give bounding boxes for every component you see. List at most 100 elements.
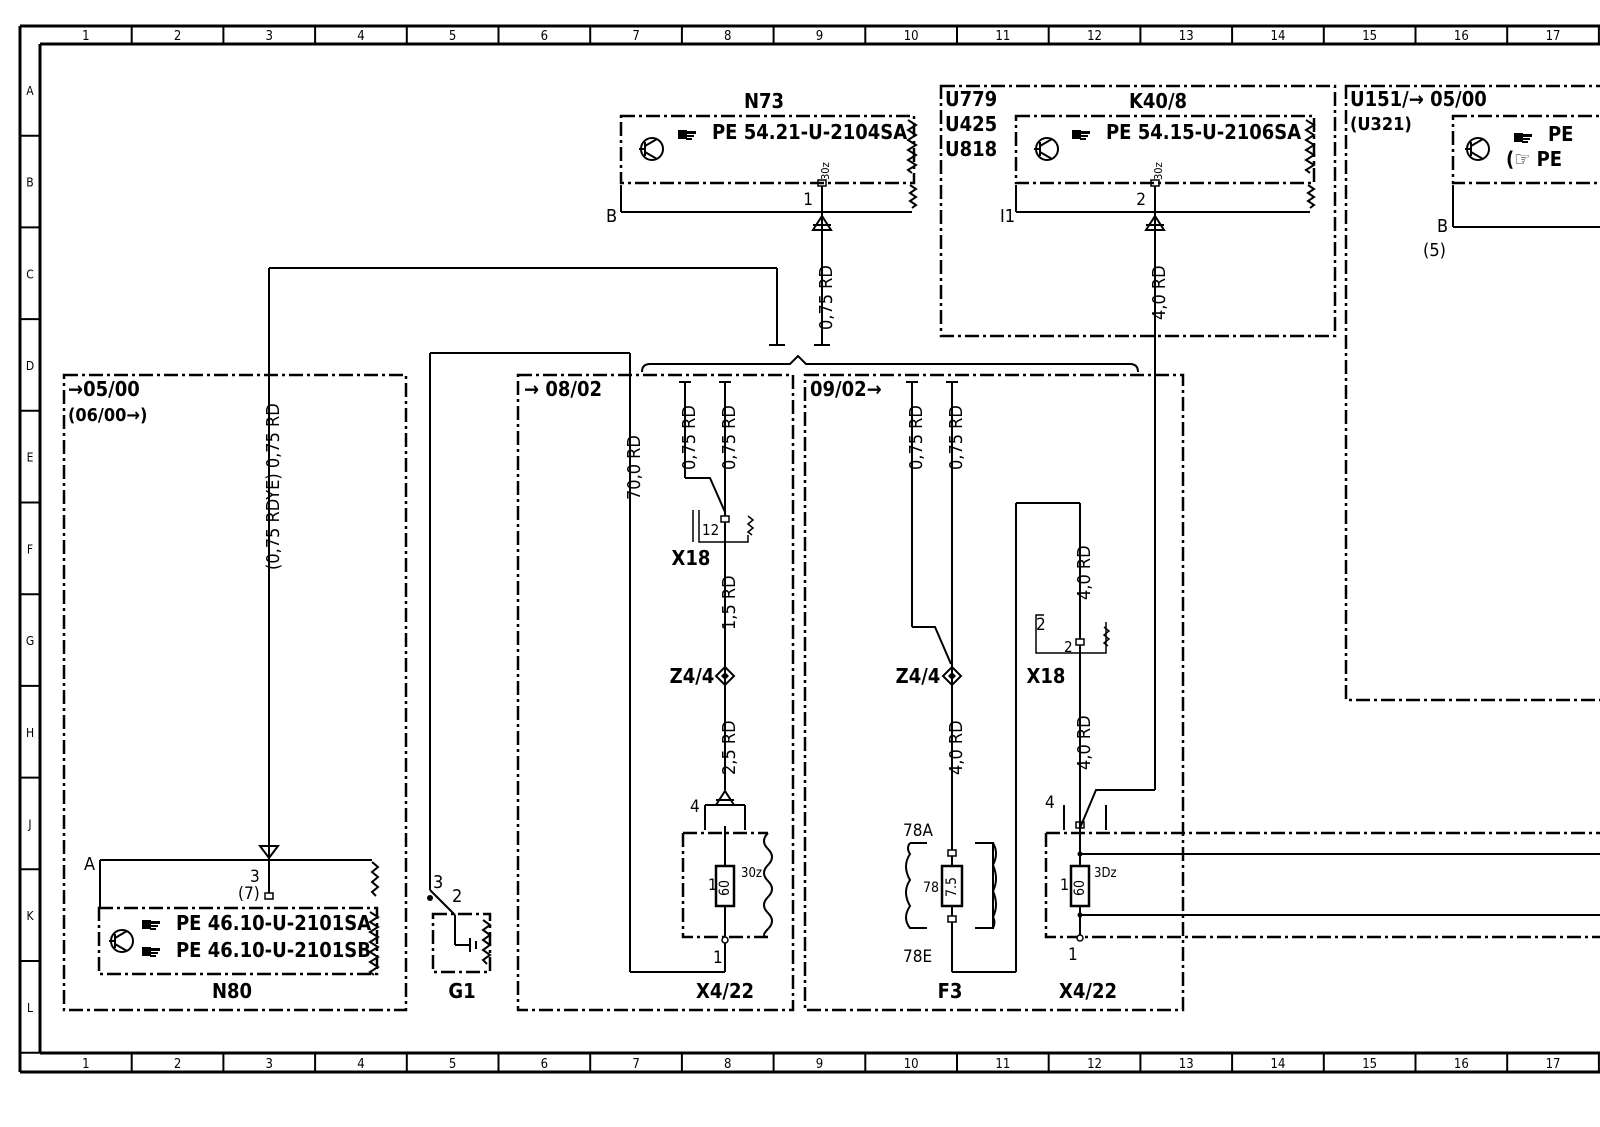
grid-column-label: 8 <box>724 1057 731 1072</box>
x4-22-a-fuse-value: 60 <box>717 880 733 896</box>
x18-b-label: X18 <box>1027 664 1066 688</box>
grid-column-label: 10 <box>904 1057 919 1072</box>
wire-70-label: 70,0 RD <box>624 435 645 500</box>
top-bus <box>269 267 1139 890</box>
grid-column-label: 9 <box>816 29 823 44</box>
wire-b3-label: 4,0 RD <box>946 720 967 775</box>
x4-22-b-fuse-value: 60 <box>1072 880 1088 896</box>
grid-column-label: 6 <box>541 29 548 44</box>
n80-label: N80 <box>212 979 252 1003</box>
drawing-frame <box>18 24 1600 1074</box>
wire-n80-label: (0,75 RDYE) 0,75 RD <box>263 403 284 570</box>
wire-a3-label: 1,5 RD <box>719 575 740 630</box>
x4-22-a-pin-left: 1 <box>708 875 717 894</box>
u151-variant: (U321) <box>1350 114 1412 135</box>
n80-tag: A <box>84 854 95 875</box>
pointing-hand-icon <box>678 130 696 140</box>
grid-row-label: G <box>26 634 34 648</box>
k40-8-variant-2: U425 <box>945 112 997 136</box>
k40-8-variant-1: U779 <box>945 87 997 111</box>
n80-ref-1: PE 46.10-U-2101SA <box>176 911 371 935</box>
k40-8-tag: I1 <box>1000 206 1015 227</box>
f3-fuse-value: 7.5 <box>944 877 960 897</box>
grid-column-label: 13 <box>1179 1057 1194 1072</box>
grid-column-label: 15 <box>1362 29 1377 44</box>
f3-pin-top: 78A <box>903 821 933 841</box>
x4-22-a-pin-label: 30z <box>741 866 762 881</box>
grid-column-label: 3 <box>266 29 273 44</box>
n80-ref-2: PE 46.10-U-2101SB <box>176 938 371 962</box>
wire-k40-label: 4,0 RD <box>1149 265 1170 320</box>
wire-b1-label: 0,75 RD <box>906 405 927 470</box>
x4-22-a-variant: → 08/02 <box>524 377 602 401</box>
grid-column-label: 9 <box>816 1057 823 1072</box>
pointing-hand-icon <box>1072 130 1090 140</box>
k40-8-component: U779 U425 U818 K40/8 PE 54.15-U-2106SA I… <box>939 84 1337 790</box>
x18-a-pin: 12 <box>702 521 719 539</box>
x4-22-a-pin-bottom: 1 <box>713 948 723 968</box>
variant-box-a: → 08/02 70,0 RD 0,75 RD 0,75 RD 12 X18 1… <box>516 373 795 1012</box>
grid-column-label: 11 <box>995 29 1010 44</box>
grid-row-label: H <box>26 726 34 740</box>
n73-component: N73 PE 54.21-U-2104SA B 30z 1 0,75 RD <box>606 89 918 346</box>
grid-column-label: 13 <box>1179 29 1194 44</box>
transistor-icon <box>1464 137 1490 161</box>
n73-tag: B <box>606 206 617 227</box>
grid-column-label: 10 <box>904 29 919 44</box>
u151-component: U151/→ 05/00 (U321) PE (☞ PE B (5) <box>1344 84 1600 702</box>
f3-pin-bottom: 78E <box>903 947 932 967</box>
transistor-icon <box>1033 137 1059 161</box>
grid-column-label: 5 <box>449 1057 456 1072</box>
g1-pin-b: 2 <box>452 886 462 907</box>
grid-column-label: 7 <box>632 29 639 44</box>
grid-row-label: E <box>27 451 34 465</box>
f3-fuse-78: 78 <box>923 880 939 896</box>
x4-22-b-pin-bottom: 1 <box>1068 945 1078 965</box>
x4-22-a-pin-top: 4 <box>690 797 700 817</box>
k40-8-ref: PE 54.15-U-2106SA <box>1106 120 1301 144</box>
grid-column-label: 2 <box>174 29 181 44</box>
n80-pin: 3 <box>250 867 260 887</box>
grid-column-label: 7 <box>632 1057 639 1072</box>
wire-a1-label: 0,75 RD <box>679 405 700 470</box>
n73-label: N73 <box>744 89 784 113</box>
x18-b-pin: 2 <box>1064 638 1073 656</box>
x4-22-b-pin-label: 3Dz <box>1094 866 1117 881</box>
grid-column-label: 15 <box>1362 1057 1377 1072</box>
k40-8-label: K40/8 <box>1129 89 1187 113</box>
grid-row-label: C <box>26 267 34 281</box>
pointing-hand-icon <box>142 920 160 930</box>
grid-column-label: 6 <box>541 1057 548 1072</box>
n73-pin: 1 <box>803 190 813 210</box>
grid-column-label: 12 <box>1087 1057 1102 1072</box>
x4-22-b-pin-left: 1 <box>1060 875 1069 894</box>
z4-4-b-label: Z4/4 <box>896 664 941 688</box>
wire-a2-label: 0,75 RD <box>719 405 740 470</box>
x4-22-b-label: X4/22 <box>1059 979 1117 1003</box>
grid-column-label: 17 <box>1546 1057 1561 1072</box>
k40-8-pin: 2 <box>1136 190 1146 210</box>
u151-ref-1: PE <box>1548 122 1573 146</box>
grid-row-label: L <box>27 1001 33 1015</box>
grid-column-label: 8 <box>724 29 731 44</box>
grid-row-label: B <box>26 176 33 190</box>
grid-column-label: 14 <box>1271 29 1286 44</box>
x4-22-b-pin-top: 4 <box>1045 793 1055 813</box>
wire-c2-label: 4,0 RD <box>1074 715 1095 770</box>
x4-22-a-label: X4/22 <box>696 979 754 1003</box>
pointing-hand-icon <box>1514 133 1532 143</box>
grid-column-label: 12 <box>1087 29 1102 44</box>
n80-variant-2: (06/00→) <box>68 405 147 426</box>
k40-8-variant-3: U818 <box>945 137 997 161</box>
n73-pin-label: 30z <box>819 162 832 180</box>
wire-n73-label: 0,75 RD <box>816 265 837 330</box>
grid-column-label: 17 <box>1546 29 1561 44</box>
grid-ticks <box>20 26 1600 1072</box>
grid-row-label: A <box>26 84 34 98</box>
transistor-icon <box>638 137 664 161</box>
grid-column-label: 16 <box>1454 29 1469 44</box>
grid-row-label: K <box>26 909 34 923</box>
u151-label: U151/→ 05/00 <box>1350 87 1487 111</box>
